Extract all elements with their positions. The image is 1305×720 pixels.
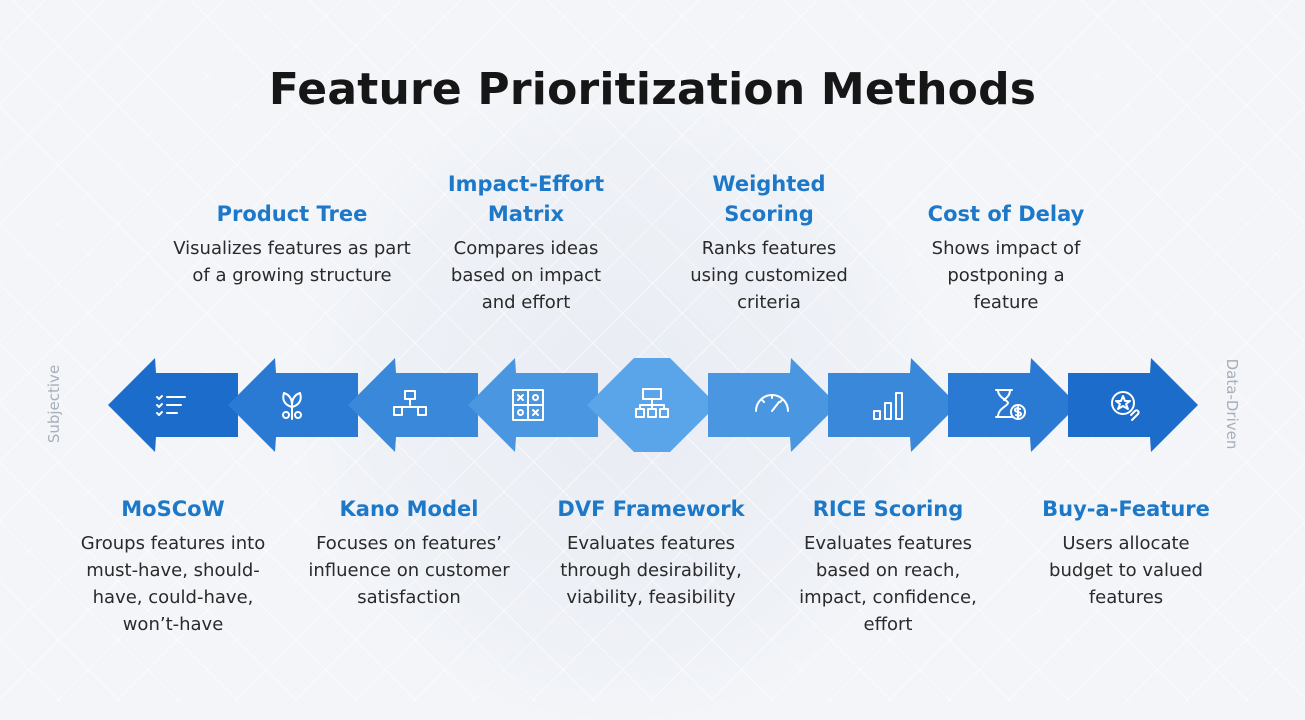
method-buy-a-feature: Buy-a-Feature Users allocate budget to v… — [1006, 494, 1246, 611]
method-description: Evaluates features through desirability,… — [560, 533, 742, 608]
arrow-rice-scoring — [828, 358, 958, 452]
arrow-sequence — [108, 358, 1198, 452]
hourglass-dollar-icon — [995, 389, 1026, 420]
method-product-tree: Product Tree Visualizes features as part… — [172, 199, 412, 289]
method-rice-scoring: RICE Scoring Evaluates features based on… — [768, 494, 1008, 638]
method-cost-of-delay: Cost of Delay Shows impact of postponing… — [886, 199, 1126, 316]
method-dvf-framework: DVF Framework Evaluates features through… — [531, 494, 771, 611]
method-name: Product Tree — [216, 202, 368, 226]
method-name: Buy-a-Feature — [1042, 497, 1210, 521]
method-name: MoSCoW — [121, 497, 225, 521]
method-description: Ranks features using customized criteria — [690, 238, 848, 313]
method-description: Focuses on features’ influence on custom… — [308, 533, 510, 608]
method-description: Groups features into must-have, should-h… — [80, 533, 266, 635]
arrow-cost-of-delay — [948, 358, 1078, 452]
method-name: DVF Framework — [557, 497, 745, 521]
method-impact-effort-matrix: Impact-Effort Matrix Compares ideas base… — [406, 169, 646, 316]
bar-chart-icon — [873, 392, 903, 420]
flowchart-icon — [393, 390, 427, 416]
method-moscow: MoSCoW Groups features into must-have, s… — [53, 494, 293, 638]
gauge-icon — [755, 394, 789, 412]
method-description: Visualizes features as part of a growing… — [173, 238, 411, 286]
tree-icon — [282, 392, 302, 420]
method-name: Impact-Effort Matrix — [447, 172, 605, 226]
arrow-weighted-scoring — [708, 358, 838, 452]
star-hand-icon — [1111, 391, 1140, 421]
method-name: Cost of Delay — [927, 202, 1085, 226]
method-name: RICE Scoring — [812, 497, 964, 521]
method-description: Evaluates features based on reach, impac… — [799, 533, 977, 635]
method-description: Shows impact of postponing a feature — [931, 238, 1081, 313]
matrix-icon — [512, 389, 544, 421]
method-description: Users allocate budget to valued features — [1049, 533, 1203, 608]
arrow-kano-model — [348, 358, 478, 452]
background-pattern — [0, 0, 1305, 701]
list-checks-icon — [156, 395, 186, 416]
page-title: Feature Prioritization Methods — [268, 64, 1037, 115]
method-kano-model: Kano Model Focuses on features’ influenc… — [289, 494, 529, 611]
method-weighted-scoring: Weighted Scoring Ranks features using cu… — [649, 169, 889, 316]
method-description: Compares ideas based on impact and effor… — [450, 238, 602, 313]
hierarchy-icon — [635, 388, 669, 418]
method-name: Kano Model — [339, 497, 479, 521]
method-name: Weighted Scoring — [712, 172, 826, 226]
